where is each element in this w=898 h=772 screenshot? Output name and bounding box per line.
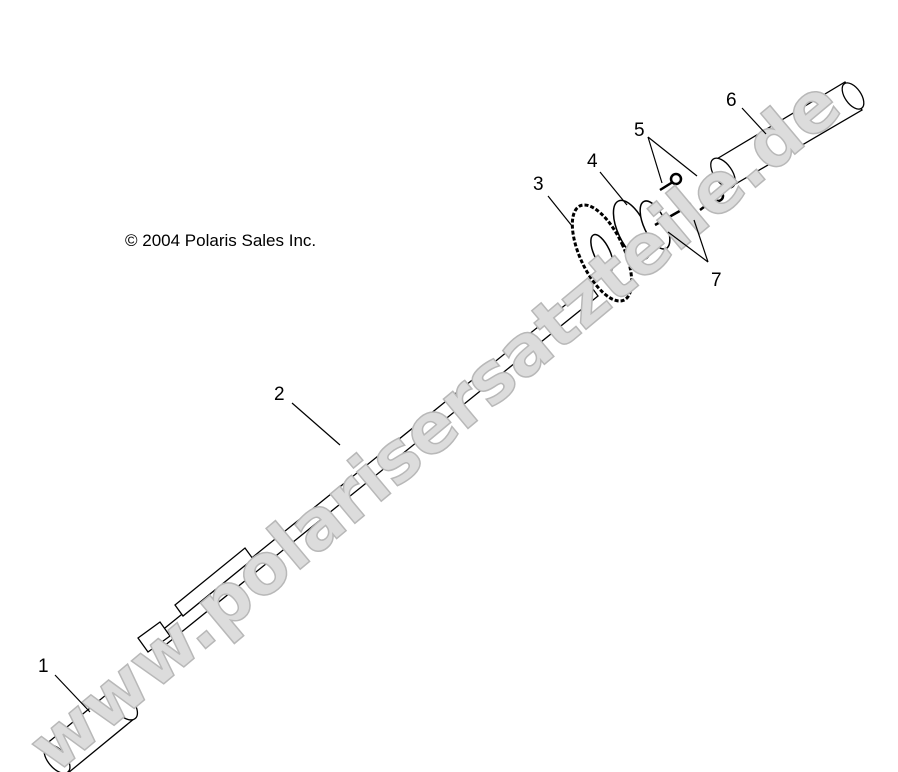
- shaft-part-2: [137, 284, 599, 653]
- watermark: www.polarisersatzteile.de: [13, 62, 856, 772]
- callout-3: 3: [533, 174, 544, 195]
- bolts-part-5-7: [654, 172, 725, 227]
- sprocket-part-3: [570, 203, 634, 303]
- callout-2: 2: [274, 384, 285, 405]
- callout-7: 7: [711, 270, 722, 291]
- callout-1: 1: [38, 656, 49, 677]
- leader-lines: [54, 107, 767, 713]
- callout-6: 6: [726, 90, 737, 111]
- tube-part-6: [710, 81, 865, 189]
- callout-4: 4: [587, 151, 598, 172]
- copyright-text: © 2004 Polaris Sales Inc.: [125, 231, 317, 250]
- callout-5: 5: [634, 120, 645, 141]
- tube-part-1: [43, 687, 139, 772]
